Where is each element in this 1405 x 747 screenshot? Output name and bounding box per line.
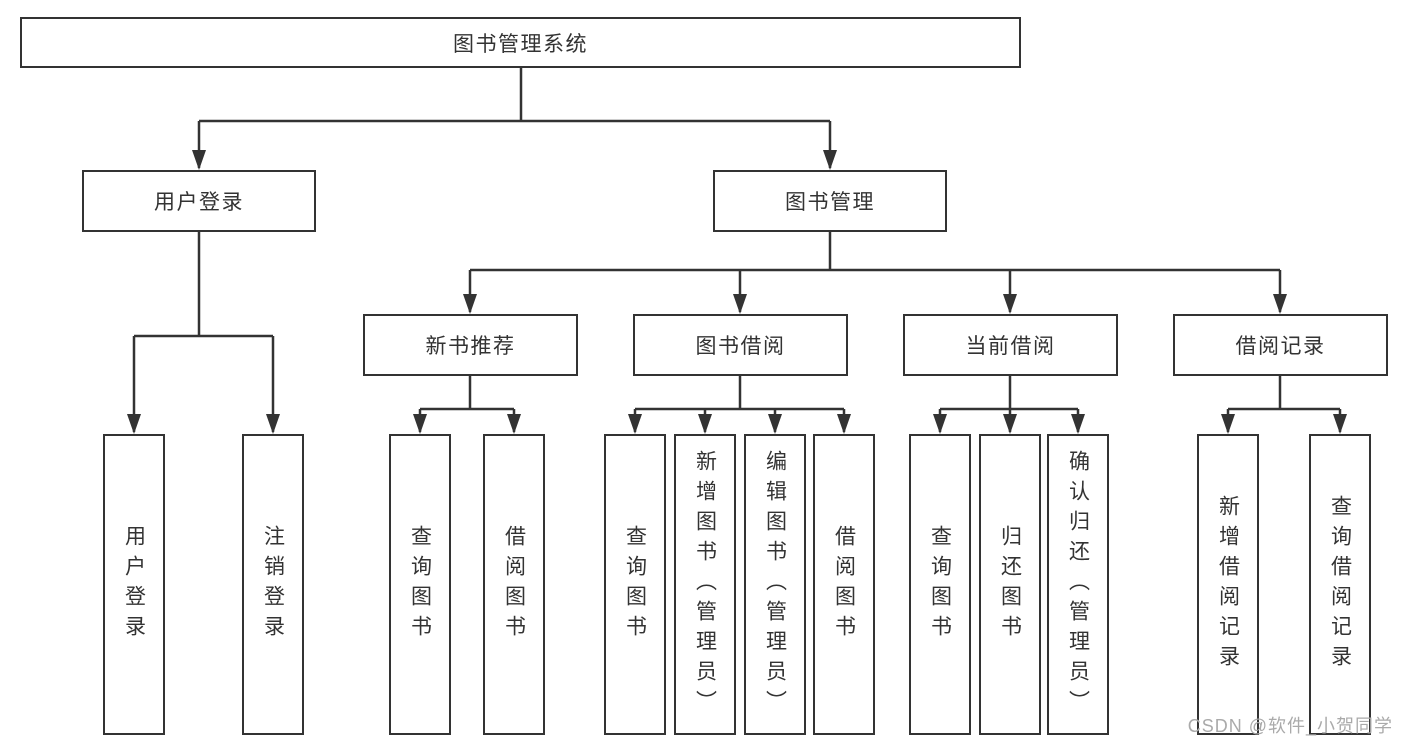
leaf-label: 借阅图书 [832, 524, 856, 645]
arrow-down-icon [463, 294, 477, 314]
leaf-label: 编辑图书（管理员） [763, 449, 787, 720]
arrowheads [127, 150, 1347, 434]
leaf-label: 归还图书 [998, 524, 1022, 645]
connector-book-management [468, 232, 1282, 312]
node-book-management: 图书管理 [713, 170, 947, 232]
leaf-cb-query-books: 查询图书 [909, 434, 971, 735]
leaf-label: 用户登录 [122, 524, 146, 645]
connector-user-login [132, 232, 275, 432]
leaf-bb-borrow-books: 借阅图书 [813, 434, 875, 735]
leaf-label: 查询图书 [623, 524, 647, 645]
leaf-br-query-borrow-record: 查询借阅记录 [1309, 434, 1371, 735]
arrow-down-icon [1003, 414, 1017, 434]
arrow-down-icon [698, 414, 712, 434]
leaf-label: 新增借阅记录 [1216, 494, 1240, 675]
leaf-cb-confirm-return-admin: 确认归还（管理员） [1047, 434, 1109, 735]
connector-book-borrowing [633, 376, 846, 432]
arrow-down-icon [266, 414, 280, 434]
leaf-user-login: 用户登录 [103, 434, 165, 735]
leaf-bb-edit-books-admin: 编辑图书（管理员） [744, 434, 806, 735]
leaf-br-add-borrow-record: 新增借阅记录 [1197, 434, 1259, 735]
leaf-label: 查询图书 [408, 524, 432, 645]
leaf-label: 确认归还（管理员） [1066, 449, 1090, 720]
node-borrow-records: 借阅记录 [1173, 314, 1388, 376]
node-book-borrowing: 图书借阅 [633, 314, 848, 376]
arrow-down-icon [933, 414, 947, 434]
arrow-down-icon [628, 414, 642, 434]
connector-root [197, 68, 832, 168]
arrow-down-icon [1071, 414, 1085, 434]
leaf-label: 注销登录 [261, 524, 285, 645]
node-current-borrowing: 当前借阅 [903, 314, 1118, 376]
arrow-down-icon [768, 414, 782, 434]
node-user-login: 用户登录 [82, 170, 316, 232]
arrow-down-icon [127, 414, 141, 434]
arrow-down-icon [1221, 414, 1235, 434]
node-new-book-recommend: 新书推荐 [363, 314, 578, 376]
connector-lines [132, 68, 1342, 432]
connector-borrow-records [1226, 376, 1342, 432]
leaf-nbr-query-books: 查询图书 [389, 434, 451, 735]
leaf-nbr-borrow-books: 借阅图书 [483, 434, 545, 735]
arrow-down-icon [1003, 294, 1017, 314]
arrow-down-icon [837, 414, 851, 434]
leaf-label: 查询图书 [928, 524, 952, 645]
csdn-watermark: CSDN @软件_小贺同学 [1187, 716, 1393, 736]
arrow-down-icon [1273, 294, 1287, 314]
leaf-logout-login: 注销登录 [242, 434, 304, 735]
arrow-down-icon [823, 150, 837, 170]
connector-new-book-recommend [418, 376, 516, 432]
node-library-system: 图书管理系统 [20, 17, 1021, 68]
leaf-label: 新增图书（管理员） [693, 449, 717, 720]
arrow-down-icon [192, 150, 206, 170]
leaf-bb-query-books: 查询图书 [604, 434, 666, 735]
leaf-bb-add-books-admin: 新增图书（管理员） [674, 434, 736, 735]
leaf-label: 借阅图书 [502, 524, 526, 645]
arrow-down-icon [1333, 414, 1347, 434]
arrow-down-icon [413, 414, 427, 434]
arrow-down-icon [733, 294, 747, 314]
leaf-label: 查询借阅记录 [1328, 494, 1352, 675]
arrow-down-icon [507, 414, 521, 434]
leaf-cb-return-books: 归还图书 [979, 434, 1041, 735]
